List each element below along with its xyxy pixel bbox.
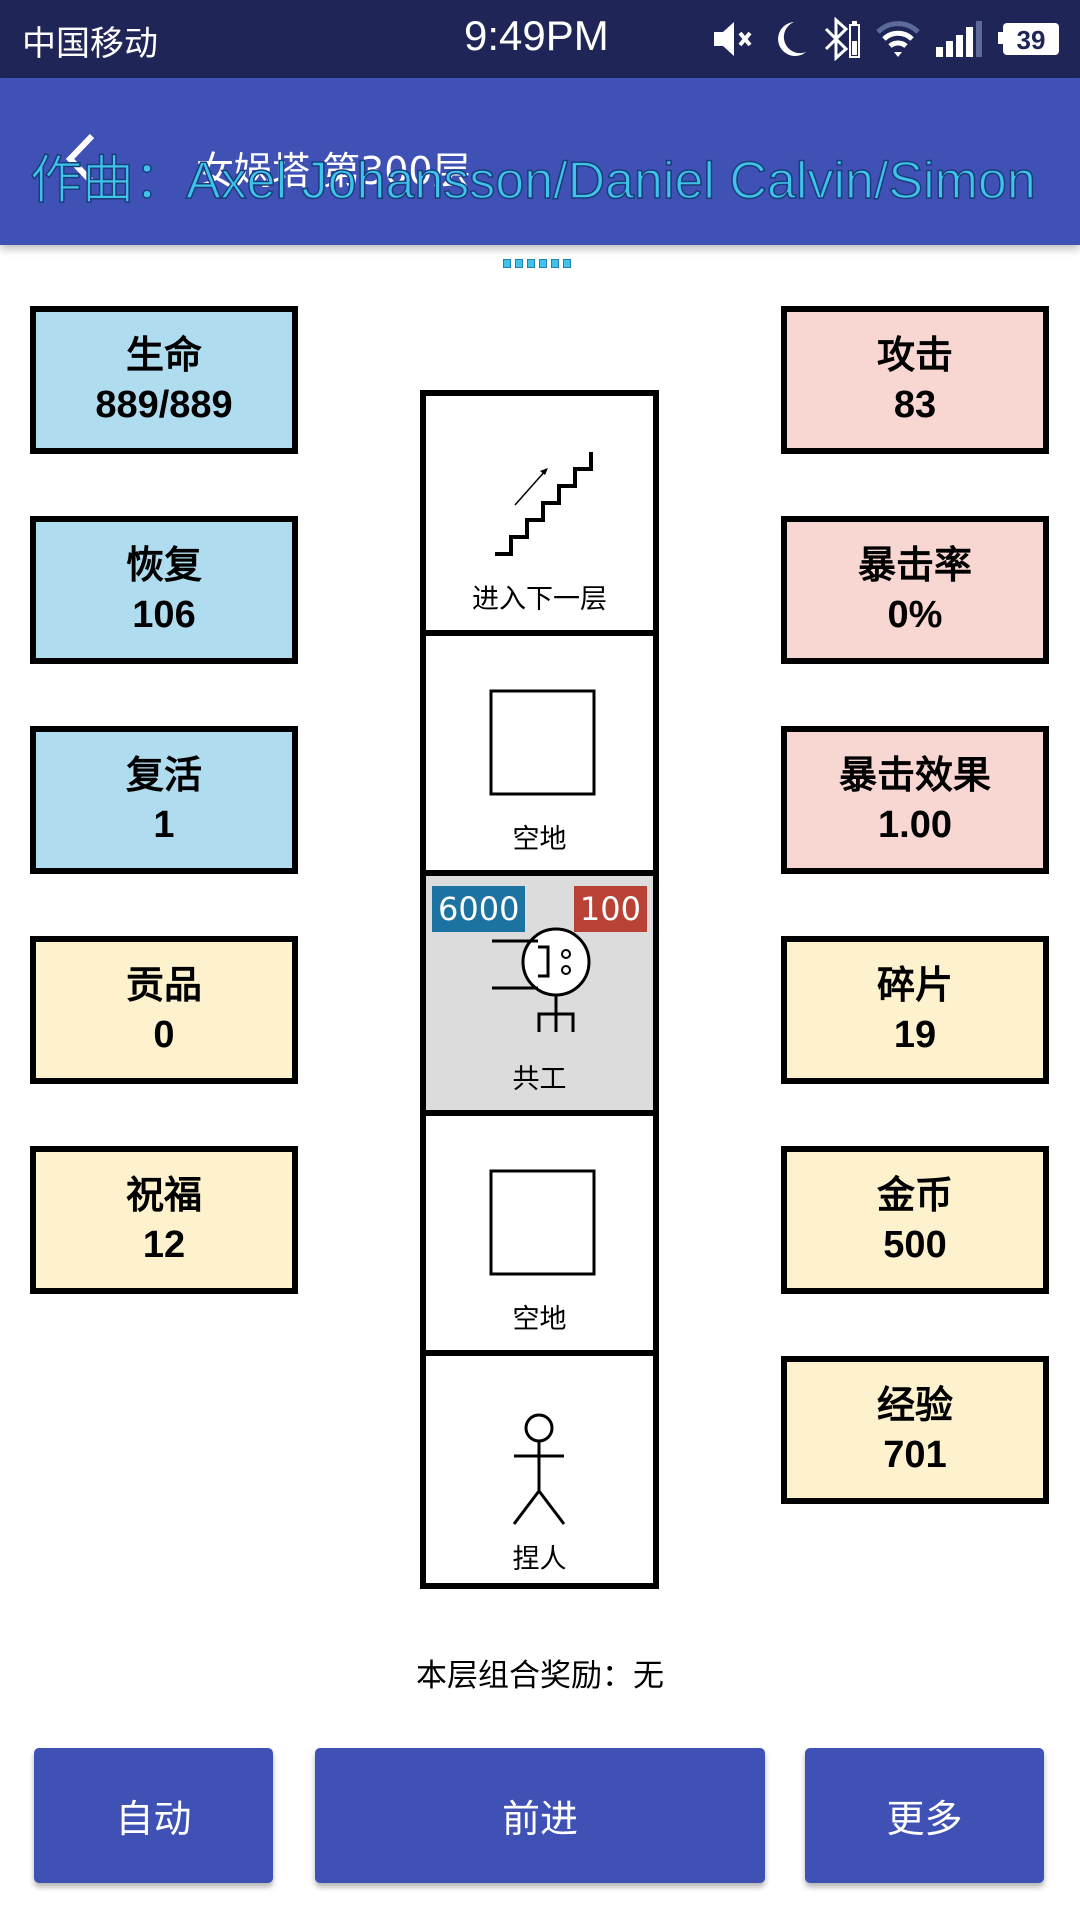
stat-label: 金币 [876,1173,953,1217]
mute-icon [712,19,758,59]
status-icons: 39 [712,14,1060,64]
carrier-name: 中国移动 [22,24,158,64]
tower-cell-enemy[interactable]: 6000 100 共工 [426,876,653,1116]
stat-label: 贡品 [125,963,202,1007]
tower-cell-stairs[interactable]: 进入下一层 [426,396,653,636]
stat-card-hp: 生命 889/889 [30,306,298,454]
stat-label: 复活 [125,753,202,797]
more-button[interactable]: 更多 [805,1748,1044,1883]
clock: 9:49PM [464,12,609,59]
tower-cell-empty[interactable]: 空地 [426,1116,653,1356]
page-dot [527,259,535,268]
back-arrow-icon[interactable] [62,132,102,186]
stat-card-blessing: 祝福 12 [30,1146,298,1294]
enemy-attack-badge: 100 [573,886,647,932]
stat-value: 0% [887,594,943,636]
battery-level: 39 [1017,25,1046,55]
page-dot [503,259,511,268]
stat-value: 701 [883,1434,947,1476]
stat-value: 500 [883,1224,947,1266]
stat-label: 生命 [125,333,202,377]
lyric-overlay: 作曲：Axel Johansson/Daniel Calvin/Simon G [30,151,1050,211]
stat-card-tribute: 贡品 0 [30,936,298,1084]
page-title: 女娲塔 第300层 [196,149,471,193]
stat-value: 83 [893,384,937,426]
stairs-up-icon [495,452,593,556]
stat-label: 碎片 [876,963,953,1007]
floor-bonus-text: 本层组合奖励：无 [416,1658,664,1694]
stat-label: 经验 [876,1383,953,1427]
stat-value: 19 [893,1014,937,1056]
cell-caption: 共工 [512,1064,567,1095]
stat-value: 889/889 [95,384,233,426]
stat-card-experience: 经验 701 [781,1356,1049,1504]
enemy-gonggong-icon [492,927,591,1032]
page-dot [539,259,547,268]
cell-caption: 捏人 [512,1544,567,1575]
stat-card-fragments: 碎片 19 [781,936,1049,1084]
forward-button[interactable]: 前进 [315,1748,765,1883]
stat-label: 暴击率 [857,543,972,587]
empty-square-icon [489,689,596,796]
stat-value: 1 [153,804,175,846]
stat-value: 0 [153,1014,175,1056]
page-dot [551,259,559,268]
tower-cell-empty[interactable]: 空地 [426,636,653,876]
stat-card-crit-effect: 暴击效果 1.00 [781,726,1049,874]
cell-caption: 进入下一层 [472,584,607,615]
stat-label: 攻击 [876,333,953,377]
wifi-icon [876,19,920,59]
cell-caption: 空地 [512,1304,567,1335]
page-dot [563,259,571,268]
stat-label: 祝福 [125,1173,202,1217]
stat-label: 暴击效果 [838,753,991,797]
tower-column: 进入下一层 空地 6000 100 共工 空地 [420,390,659,1589]
stat-card-regen: 恢复 106 [30,516,298,664]
status-bar: 中国移动 9:49PM 39 [0,0,1080,78]
stat-value: 1.00 [878,804,952,846]
stat-card-crit-rate: 暴击率 0% [781,516,1049,664]
battery-icon: 39 [998,19,1060,59]
page-dot [515,259,523,268]
stat-card-attack: 攻击 83 [781,306,1049,454]
enemy-hp-badge: 6000 [432,886,526,932]
stat-value: 12 [142,1224,186,1266]
page-indicator [503,259,571,268]
signal-icon [934,19,984,59]
cell-caption: 空地 [512,824,567,855]
app-bar: 女娲塔 第300层 作曲：Axel Johansson/Daniel Calvi… [0,78,1080,245]
stat-value: 106 [132,594,196,636]
auto-button[interactable]: 自动 [34,1748,273,1883]
stat-card-gold: 金币 500 [781,1146,1049,1294]
stick-figure-icon [512,1413,566,1525]
stat-label: 恢复 [125,543,202,587]
tower-cell-player[interactable]: 捏人 [426,1356,653,1590]
stat-card-revive: 复活 1 [30,726,298,874]
bluetooth-icon [822,17,862,61]
do-not-disturb-moon-icon [772,19,808,59]
empty-square-icon [489,1169,596,1276]
